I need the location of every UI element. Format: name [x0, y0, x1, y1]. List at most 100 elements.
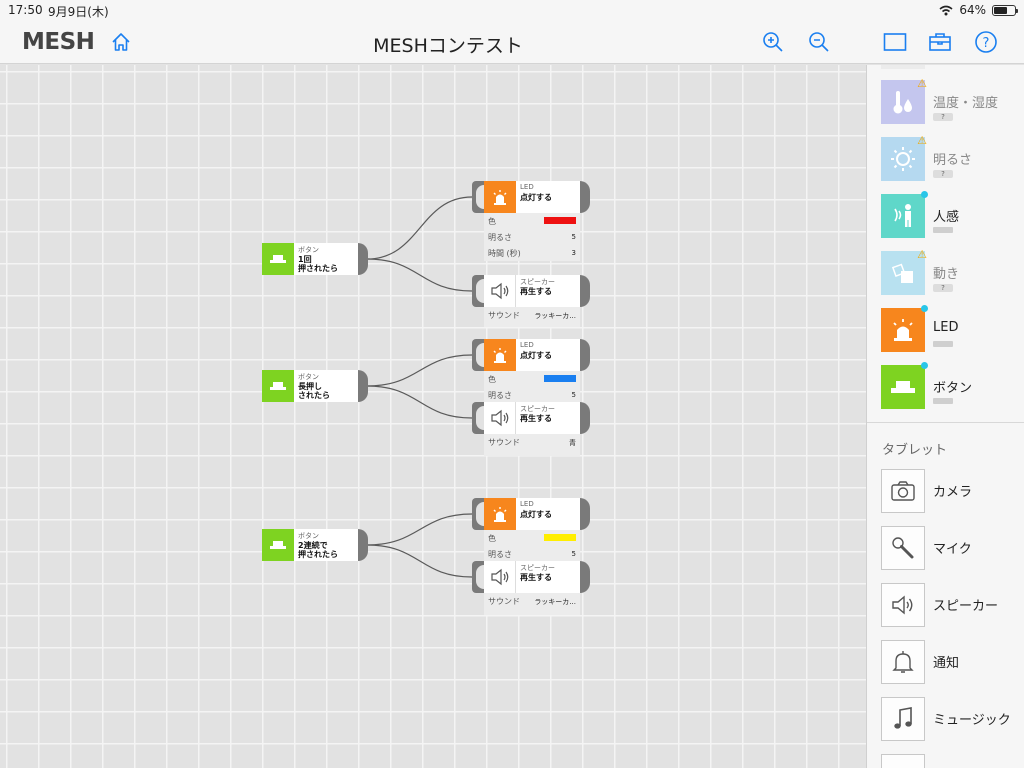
speaker-action-tag[interactable]: スピーカー 再生する — [484, 561, 580, 593]
status-time: 17:50 — [8, 3, 43, 17]
bell-icon — [881, 640, 925, 684]
prop-row[interactable]: 色 — [484, 530, 580, 546]
input-connector[interactable] — [472, 275, 484, 307]
speaker-properties[interactable]: サウンド青 — [484, 434, 580, 456]
input-connector[interactable] — [472, 181, 484, 213]
color-swatch[interactable] — [544, 217, 576, 224]
palette-item-label: 通知 — [933, 656, 960, 671]
palette-item-label: LED — [933, 320, 959, 335]
led-icon — [484, 498, 516, 530]
wifi-icon — [939, 5, 953, 15]
palette-item-label: 動き — [933, 267, 960, 282]
palette-item-label: 人感 — [933, 210, 960, 225]
output-connector[interactable] — [580, 498, 590, 530]
speaker-action-tag[interactable]: スピーカー 再生する — [484, 402, 580, 434]
output-connector[interactable] — [580, 275, 590, 307]
prop-row[interactable]: 時間 (秒)3 — [484, 245, 580, 261]
camera-icon — [881, 469, 925, 513]
speaker-properties[interactable]: サウンドラッキーカ... — [484, 593, 580, 615]
prop-value: ラッキーカ... — [534, 312, 576, 320]
palette-item-microphone[interactable]: マイク — [881, 526, 1021, 572]
output-connector[interactable] — [580, 181, 590, 213]
palette-item-button[interactable]: ボタン — [881, 362, 1021, 411]
input-connector[interactable] — [472, 339, 484, 371]
home-button[interactable] — [107, 28, 135, 56]
input-connector[interactable] — [472, 498, 484, 530]
palette-item-label: スピーカー — [933, 599, 999, 614]
zoom-in-button[interactable] — [759, 28, 787, 56]
output-connector[interactable] — [358, 370, 368, 402]
prop-row[interactable]: サウンドラッキーカ... — [484, 307, 580, 327]
button-trigger-tag[interactable]: ボタン 2連続で 押されたら — [262, 529, 358, 561]
prop-row[interactable]: サウンド青 — [484, 434, 580, 456]
warning-icon: ⚠ — [917, 248, 927, 261]
tag-action: 再生する — [520, 573, 552, 582]
palette-item-label: ボタン — [933, 381, 973, 396]
prop-row[interactable]: 色 — [484, 371, 580, 387]
prop-label: 色 — [488, 217, 496, 226]
button-trigger-tag[interactable]: ボタン 1回 押されたら — [262, 243, 358, 275]
prop-row[interactable]: サウンドラッキーカ... — [484, 593, 580, 615]
palette-item-motion-sensor[interactable]: 人感 — [881, 191, 1021, 240]
color-swatch[interactable] — [544, 534, 576, 541]
tag-kind: スピーカー — [520, 564, 555, 572]
palette-item-speaker[interactable]: スピーカー — [881, 583, 1021, 629]
palette-item-label: マイク — [933, 542, 972, 557]
output-connector[interactable] — [358, 243, 368, 275]
output-connector[interactable] — [580, 402, 590, 434]
palette-item-partial-bottom[interactable] — [881, 754, 1021, 768]
toolbox-button[interactable] — [926, 28, 954, 56]
led-icon — [484, 339, 516, 371]
tag-kind: ボタン — [298, 246, 319, 254]
palette-item-led[interactable]: LED — [881, 305, 1021, 354]
tag-action: 2連続で 押されたら — [298, 541, 338, 559]
led-action-tag[interactable]: LED 点灯する — [484, 181, 580, 213]
input-connector[interactable] — [472, 561, 484, 593]
palette-item-music[interactable]: ミュージック — [881, 697, 1021, 743]
palette-item-brightness[interactable]: ⚠ 明るさ ? — [881, 135, 1021, 183]
panel-toggle-button[interactable] — [881, 28, 909, 56]
zoom-out-button[interactable] — [805, 28, 833, 56]
battery-level — [933, 398, 953, 404]
palette-item-move[interactable]: ⚠ 動き ? — [881, 248, 1021, 297]
sidebar-divider — [867, 422, 1024, 423]
speaker-properties[interactable]: サウンドラッキーカ... — [484, 307, 580, 327]
color-swatch[interactable] — [544, 375, 576, 382]
tag-palette-sidebar[interactable]: ⚠ 温度・湿度 ? ⚠ 明るさ ? 人感 ⚠ 動き ? LED — [866, 65, 1024, 768]
palette-item-camera[interactable]: カメラ — [881, 469, 1021, 515]
connected-indicator — [921, 191, 928, 198]
palette-item-label: ミュージック — [933, 713, 1011, 728]
connected-indicator — [921, 305, 928, 312]
output-connector[interactable] — [358, 529, 368, 561]
output-connector[interactable] — [580, 561, 590, 593]
speaker-icon — [881, 583, 925, 627]
led-icon — [484, 181, 516, 213]
prop-value: 3 — [571, 249, 576, 257]
page-title: MESHコンテスト — [373, 35, 523, 57]
tag-action: 点灯する — [520, 351, 552, 360]
prop-label: サウンド — [488, 597, 520, 606]
partial-icon — [881, 65, 925, 69]
tag-kind: LED — [520, 341, 534, 349]
palette-item-partial[interactable] — [881, 65, 1021, 71]
prop-row[interactable]: 色 — [484, 213, 580, 229]
help-button[interactable]: ? — [972, 28, 1000, 56]
prop-value: 青 — [569, 439, 576, 447]
palette-item-notification[interactable]: 通知 — [881, 640, 1021, 686]
output-connector[interactable] — [580, 339, 590, 371]
svg-text:?: ? — [983, 36, 990, 51]
button-trigger-tag[interactable]: ボタン 長押し されたら — [262, 370, 358, 402]
led-action-tag[interactable]: LED 点灯する — [484, 498, 580, 530]
palette-item-temp-humidity[interactable]: ⚠ 温度・湿度 ? — [881, 78, 1021, 126]
tag-action: 1回 押されたら — [298, 255, 338, 273]
led-action-tag[interactable]: LED 点灯する — [484, 339, 580, 371]
speaker-action-tag[interactable]: スピーカー 再生する — [484, 275, 580, 307]
input-connector[interactable] — [472, 402, 484, 434]
